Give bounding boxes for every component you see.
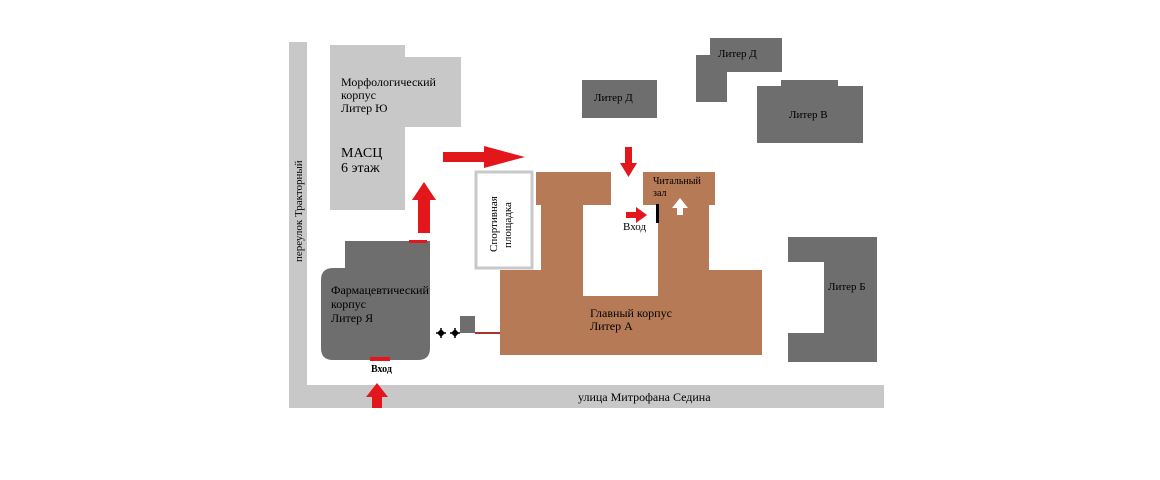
pharma-bottom-entrance-mark <box>370 357 390 361</box>
reading-label-1: Читальный <box>653 176 701 187</box>
small-building <box>460 316 475 333</box>
main-street-label: улица Митрофана Седина <box>578 390 711 404</box>
liter-b-building <box>788 237 877 362</box>
arrow-down-icon <box>620 147 637 177</box>
arrow-right-small-icon <box>626 207 647 223</box>
reading-label-2: зал <box>653 188 666 199</box>
arrow-up-icon <box>412 182 436 233</box>
main-label-2: Литер А <box>590 319 633 333</box>
liter-d-top-building <box>696 38 782 102</box>
morphology-label-2: корпус <box>341 88 376 102</box>
liter-d-center-label: Литер Д <box>594 92 633 104</box>
sports-label-2: площадка <box>502 202 514 248</box>
lane-street <box>289 42 307 408</box>
arrow-right-icon <box>443 146 525 168</box>
liter-v-building <box>757 80 863 143</box>
liter-b-label: Литер Б <box>828 281 866 293</box>
main-building <box>500 172 762 355</box>
sports-label-1: Спортивная <box>488 196 500 252</box>
morphology-label-3: Литер Ю <box>341 101 387 115</box>
pharma-top-entrance-mark <box>409 240 427 243</box>
pharma-label-3: Литер Я <box>331 311 373 325</box>
liter-d-top-label: Литер Д <box>718 48 757 60</box>
pharma-label-2: корпус <box>331 297 366 311</box>
pharma-building <box>321 241 430 360</box>
cross-icon <box>450 328 460 338</box>
morphology-building <box>330 45 461 210</box>
arrow-up-white-icon <box>672 198 688 215</box>
main-entrance-label: Вход <box>623 221 646 233</box>
masc-label-2: 6 этаж <box>341 161 380 176</box>
masc-label-1: МАСЦ <box>341 146 382 161</box>
lane-street-label: переулок Тракторный <box>293 160 305 262</box>
pharma-entrance-label: Вход <box>371 364 392 375</box>
sports-ground <box>474 170 534 270</box>
main-street <box>289 385 884 408</box>
arrow-up-entrance-icon <box>366 383 388 408</box>
liter-d-center-building <box>582 80 657 118</box>
main-label-1: Главный корпус <box>590 306 672 320</box>
liter-v-label: Литер В <box>789 109 828 121</box>
cross-icon <box>436 328 446 338</box>
morphology-label-1: Морфологический <box>341 75 437 89</box>
main-entrance-door <box>656 204 659 223</box>
pharma-label-1: Фармацевтический <box>331 283 429 297</box>
